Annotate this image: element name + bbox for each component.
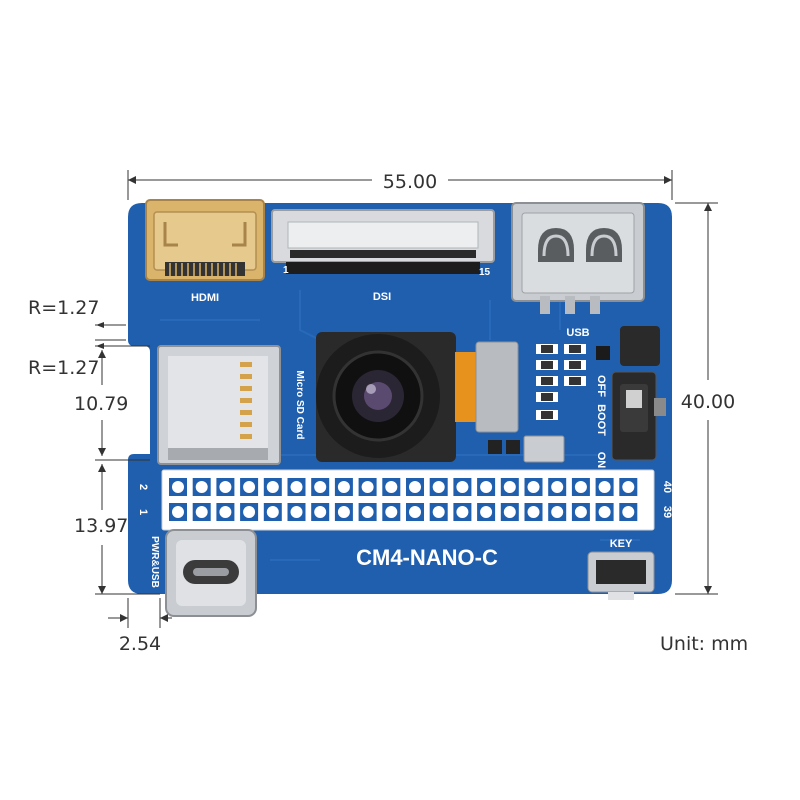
boot-label: BOOT xyxy=(595,404,607,436)
dsi-pin-first: 1 xyxy=(283,265,289,276)
gpio-pin-hole xyxy=(432,481,445,493)
micro-sd-slot: Micro SD Card xyxy=(157,345,305,465)
header-pin-39: 39 xyxy=(661,506,673,518)
gpio-pin-hole xyxy=(172,506,184,518)
gpio-pin-hole xyxy=(432,506,445,518)
gpio-pin-hole xyxy=(456,481,469,493)
gpio-pin-hole xyxy=(337,481,350,493)
radius-bottom-value: R=1.27 xyxy=(28,357,99,379)
usb-label: USB xyxy=(566,327,589,339)
gpio-pin-hole xyxy=(195,481,208,493)
gpio-pin-hole xyxy=(480,481,493,493)
gpio-pin-hole xyxy=(361,481,374,493)
gpio-pin-hole xyxy=(409,481,421,493)
pwr-usb-label: PWR&USB xyxy=(149,536,160,588)
pin-offset-value: 2.54 xyxy=(119,633,161,655)
key-button: KEY xyxy=(587,538,655,600)
dsi-label: DSI xyxy=(373,291,391,303)
gpio-pin-hole xyxy=(598,506,611,518)
dimension-pin-offset: 2.54 xyxy=(108,598,172,655)
gpio-pin-hole xyxy=(385,481,398,493)
gpio-pin-hole xyxy=(622,481,635,493)
gpio-pin-hole xyxy=(290,506,303,518)
micro-sd-label: Micro SD Card xyxy=(294,371,305,440)
passive-components xyxy=(488,326,660,463)
gpio-pin-hole xyxy=(551,481,564,493)
radius-top-value: R=1.27 xyxy=(28,297,99,319)
usb-c-port: PWR&USB xyxy=(149,529,257,617)
gpio-pin-hole xyxy=(409,506,421,518)
dimension-width: 55.00 xyxy=(127,170,673,200)
gpio-pin-hole xyxy=(622,506,635,518)
camera-module xyxy=(316,332,519,462)
boot-on-label: ON xyxy=(595,452,607,469)
gpio-pin-hole xyxy=(266,481,279,493)
gpio-pin-hole xyxy=(172,481,184,493)
dimension-height: 40.00 xyxy=(675,202,735,595)
dimension-radius: R=1.27 R=1.27 xyxy=(28,297,126,379)
gpio-pin-hole xyxy=(266,506,279,518)
gpio-pin-hole xyxy=(503,506,516,518)
gpio-pin-hole xyxy=(480,506,493,518)
gpio-pin-hole xyxy=(361,506,374,518)
hdmi-label: HDMI xyxy=(191,292,219,304)
header-pin-1: 1 xyxy=(137,509,149,515)
gpio-pin-hole xyxy=(503,481,516,493)
gpio-pin-hole xyxy=(195,506,208,518)
gpio-pin-hole xyxy=(290,481,303,493)
hdmi-connector: HDMI xyxy=(145,199,265,304)
key-label: KEY xyxy=(610,538,633,550)
gpio-pin-hole xyxy=(243,506,256,518)
gpio-pin-hole xyxy=(456,506,469,518)
gpio-pin-hole xyxy=(243,481,256,493)
gpio-pin-hole xyxy=(551,506,564,518)
gpio-pin-hole xyxy=(574,481,587,493)
gpio-pin-hole xyxy=(527,481,540,493)
header-pin-2: 2 xyxy=(137,484,149,490)
board-model-name: CM4-NANO-C xyxy=(356,545,498,570)
gpio-pin-hole xyxy=(574,506,587,518)
boot-off-label: OFF xyxy=(595,375,607,397)
dimension-sd: 10.79 xyxy=(74,345,150,461)
header-height-value: 13.97 xyxy=(74,515,128,537)
dimension-header: 13.97 xyxy=(74,464,160,595)
gpio-pins xyxy=(169,478,638,521)
gpio-pin-hole xyxy=(314,481,327,493)
unit-label: Unit: mm xyxy=(660,633,748,655)
gpio-pin-hole xyxy=(337,506,350,518)
gpio-pin-hole xyxy=(385,506,398,518)
gpio-pin-hole xyxy=(219,506,232,518)
gpio-pin-hole xyxy=(527,506,540,518)
usb-a-connector: USB xyxy=(511,202,645,339)
gpio-header: 2 1 40 39 xyxy=(137,469,673,531)
dsi-pin-last: 15 xyxy=(479,267,491,278)
gpio-pin-hole xyxy=(314,506,327,518)
gpio-pin-hole xyxy=(598,481,611,493)
gpio-pin-hole xyxy=(219,481,232,493)
boot-switch: OFF BOOT ON xyxy=(595,371,666,469)
height-value: 40.00 xyxy=(681,391,735,413)
header-pin-40: 40 xyxy=(661,481,673,493)
width-value: 55.00 xyxy=(383,171,437,193)
dsi-connector: 1 15 DSI xyxy=(271,209,495,303)
sd-height-value: 10.79 xyxy=(74,393,128,415)
